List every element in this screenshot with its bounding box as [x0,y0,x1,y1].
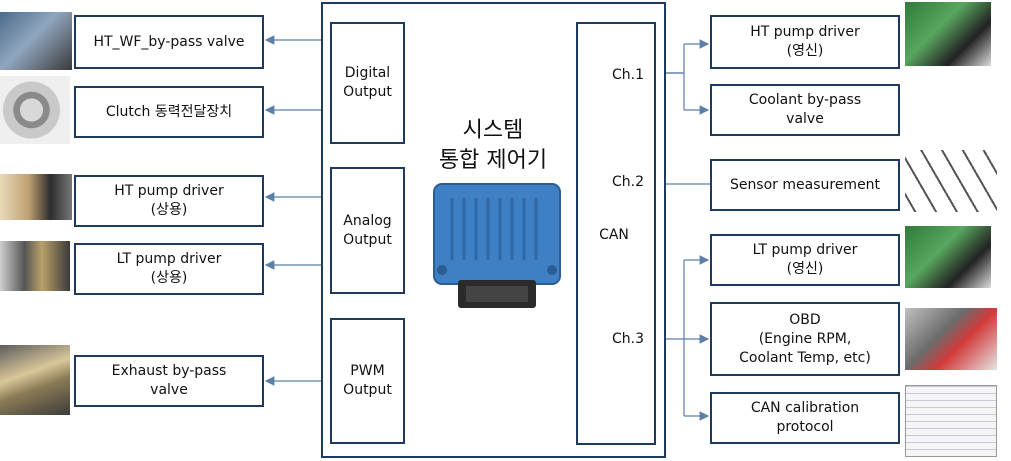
can-calibration-box: CAN calibration protocol [710,392,900,444]
can-box [576,22,656,445]
lt-pump-board-photo [905,226,991,288]
htwf-bypass-valve-box: HT_WF_by-pass valve [74,15,264,69]
lt-pump-photo [0,241,70,291]
ht-pump-driver-commercial-box: HT pump driver (상용) [74,175,264,227]
exhaust-valve-photo [0,345,70,415]
calibration-software-photo [905,385,997,457]
valve-photo [0,12,72,70]
pwm-output-box: PWM Output [330,318,405,444]
can-label: CAN [599,227,629,243]
can-ch3-label: Ch.3 [611,331,644,347]
analog-output-box: Analog Output [330,167,405,294]
obd-photo [905,308,997,370]
obd-box: OBD (Engine RPM, Coolant Temp, etc) [710,302,900,376]
lt-pump-driver-yeongshin-box: LT pump driver (영신) [710,234,900,286]
ht-pump-photo [0,174,72,220]
exhaust-bypass-valve-box: Exhaust by-pass valve [74,355,264,407]
sensor-photo [905,150,997,212]
clutch-photo [0,76,70,144]
coolant-bypass-valve-box: Coolant by-pass valve [710,84,900,136]
lt-pump-driver-commercial-box: LT pump driver (상용) [74,243,264,295]
ht-pump-board-photo [905,2,991,66]
can-ch2-label: Ch.2 [611,174,644,190]
ecu-image [433,183,561,308]
sensor-measurement-box: Sensor measurement [710,159,900,211]
clutch-box: Clutch 동력전달장치 [74,86,264,138]
controller-title: 시스템 통합 제어기 [438,118,548,173]
ht-pump-driver-yeongshin-box: HT pump driver (영신) [710,15,900,69]
can-ch1-label: Ch.1 [611,67,644,83]
digital-output-box: Digital Output [330,22,405,144]
